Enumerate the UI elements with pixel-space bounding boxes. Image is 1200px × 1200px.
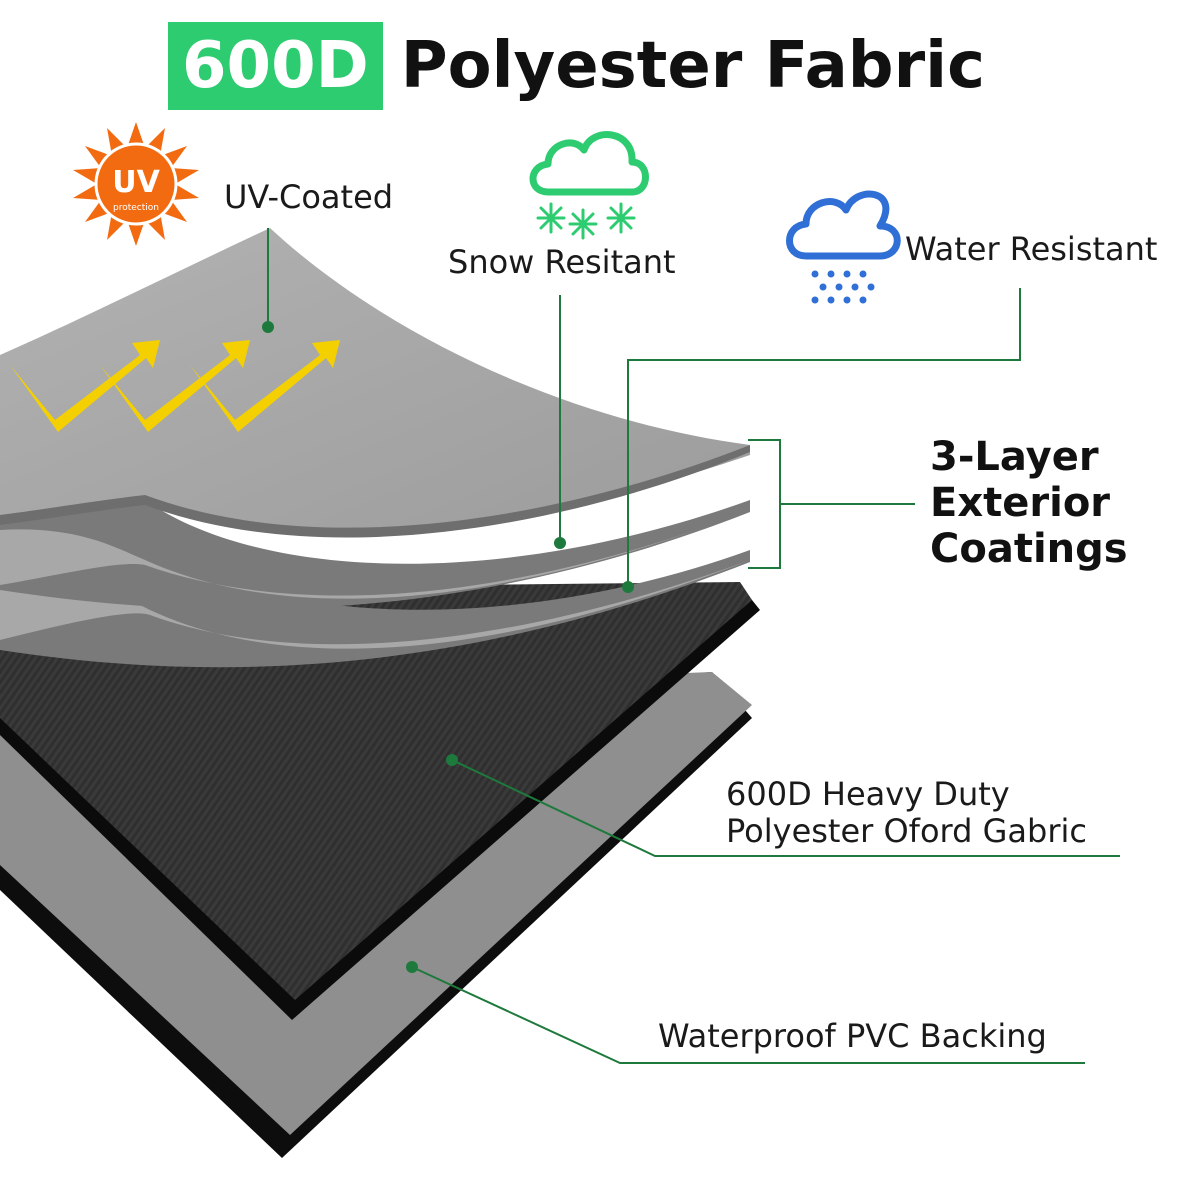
layer-group-title-2: Exterior (930, 480, 1111, 526)
dot-snow (554, 537, 566, 549)
pvc-backing-label: Waterproof PVC Backing (658, 1017, 1047, 1055)
uv-sun-icon: UV protection (73, 122, 199, 246)
uv-arrow-3 (190, 340, 340, 432)
title-badge: 600D (168, 22, 383, 110)
uv-arrow-1 (10, 340, 160, 432)
fabric-label-line-1: 600D Heavy Duty (726, 775, 1010, 813)
coating-layer-2 (0, 500, 750, 610)
uv-coated-label: UV-Coated (224, 178, 394, 216)
uv-icon-subtext: protection (113, 203, 159, 213)
layer-group-title-3: Coatings (930, 526, 1128, 572)
dot-uv (262, 321, 274, 333)
fabric-label-line-2: Polyester Oford Gabric (726, 812, 1087, 850)
leader-fabric (451, 759, 1120, 857)
dot-water (622, 581, 634, 593)
leader-water (627, 288, 1021, 586)
title-row: 600D Polyester Fabric (168, 18, 985, 114)
coating-layer-2-top (0, 510, 750, 599)
layer-group-title-1: 3-Layer (930, 434, 1099, 480)
coating-layer-1-edge (0, 445, 750, 538)
fabric-layer (0, 582, 752, 1000)
coating-layer-1 (0, 228, 750, 530)
page-title: Polyester Fabric (400, 29, 985, 103)
dot-fabric (446, 754, 458, 766)
leader-bracket (748, 439, 781, 569)
coating-layer-3-top (0, 560, 750, 649)
uv-icon-text: UV (112, 165, 160, 200)
leader-backing (411, 966, 1085, 1064)
dot-backing (406, 961, 418, 973)
snow-cloud-icon (529, 131, 649, 240)
rain-cloud-icon (786, 190, 901, 304)
uv-arrow-2 (100, 340, 250, 432)
snow-resitant-label: Snow Resitant (448, 243, 676, 281)
water-resistant-label: Water Resistant (905, 230, 1158, 268)
